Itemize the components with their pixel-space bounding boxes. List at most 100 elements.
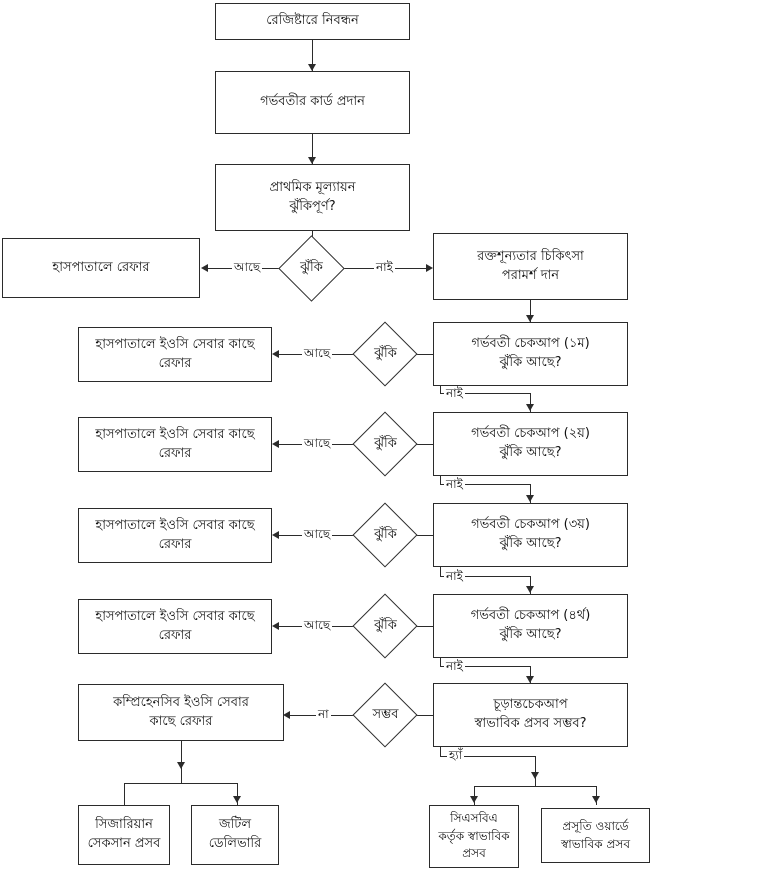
edge-checkup2-nai-horizontal (440, 484, 530, 485)
node-cesarean-delivery[interactable]: সিজারিয়ান সেকসান প্রসব (78, 805, 170, 865)
node-maternity-ward-delivery[interactable]: প্রসূতি ওয়ার্ডে স্বাভাবিক প্রসব (541, 808, 650, 863)
arrowhead-checkup1-to-checkup2 (526, 404, 534, 411)
node-checkup-2[interactable]: গর্ভবতী চেকআপ (২য়) ঝুঁকি আছে? (433, 412, 628, 476)
edge-checkup4-nai-down (530, 666, 531, 683)
arrowhead-checkup2-to-checkup3 (526, 495, 534, 502)
edge-final-ha-to-ward (596, 786, 597, 805)
edge-checkup2-nai-stub (440, 476, 441, 485)
edge-final-ha-split (474, 786, 597, 787)
node-hospital-refer[interactable]: হাসপাতালে রেফার (2, 238, 200, 298)
node-checkup-2-line-1: গর্ভবতী চেকআপ (২য়) (471, 426, 590, 442)
node-checkup-3-line-2: ঝুঁকি আছে? (499, 536, 562, 551)
edge-comp-eoc-to-cesarean (124, 783, 125, 805)
decision-risk-4[interactable] (352, 593, 418, 659)
node-eoc-refer-3[interactable]: হাসপাতালে ইওসি সেবার কাছে রেফার (78, 508, 272, 563)
arrowhead-final-ha-to-ward (592, 796, 600, 803)
edge-comp-eoc-to-complex (237, 783, 238, 805)
decision-risk-1[interactable] (352, 321, 418, 387)
node-eoc-refer-3-line-1: হাসপাতালে ইওসি সেবার কাছে (95, 517, 255, 533)
edge-label-ache-3: আছে (302, 527, 333, 542)
node-anemia-treatment[interactable]: রক্তশূন্যতার চিকিৎসা পরামর্শ দান (433, 233, 628, 300)
node-pregnancy-card-line-1: গর্ভবতীর কার্ড প্রদান (260, 94, 365, 110)
arrowhead-anemia-to-checkup1 (526, 315, 534, 322)
decision-risk-2[interactable] (352, 411, 418, 477)
edge-label-nai-4: নাই (444, 659, 465, 674)
edge-register-to-card (312, 40, 313, 71)
node-complex-delivery[interactable]: জটিল ডেলিভারি (191, 805, 279, 865)
node-comprehensive-eoc-refer-line-1: কম্প্রিহেনসিব ইওসি সেবার (113, 694, 249, 710)
arrowhead-risk1-to-eoc1 (272, 350, 279, 358)
edge-label-ache-2: আছে (302, 436, 333, 451)
decision-risk-0[interactable] (278, 235, 345, 302)
node-primary-assessment-line-1: প্রাথমিক মূল্যায়ন (269, 179, 356, 195)
edge-checkup1-nai-stub (440, 386, 441, 394)
decision-possible[interactable] (352, 682, 418, 748)
node-checkup-3-line-1: গর্ভবতী চেকআপ (৩য়) (471, 517, 590, 533)
edge-label-nai-0: নাই (374, 260, 395, 275)
edge-final-ha-horizontal (440, 756, 535, 757)
node-eoc-refer-2-line-2: রেফার (158, 445, 192, 461)
edge-label-na: না (316, 707, 331, 722)
edge-label-ha: হ্যাঁ (447, 748, 465, 763)
edge-label-nai-2: নাই (444, 477, 465, 492)
edge-label-ache-0: আছে (232, 260, 263, 275)
arrowhead-comp-eoc-to-complex (233, 796, 241, 803)
arrowhead-risk0-to-anemia (426, 264, 433, 272)
node-eoc-refer-3-line-2: রেফার (158, 536, 192, 552)
node-eoc-refer-1[interactable]: হাসপাতালে ইওসি সেবার কাছে রেফার (78, 327, 272, 382)
node-primary-assessment[interactable]: প্রাথমিক মূল্যায়ন ঝুঁকিপূর্ণ? (215, 164, 410, 231)
edge-checkup1-nai-horizontal (440, 393, 530, 394)
edge-final-to-possible (407, 715, 434, 716)
node-eoc-refer-2[interactable]: হাসপাতালে ইওসি সেবার কাছে রেফার (78, 417, 272, 472)
node-complex-delivery-line-1: জটিল (218, 817, 252, 833)
edge-checkup3-to-risk3 (407, 535, 434, 536)
edge-card-to-primary (312, 134, 313, 164)
node-checkup-4[interactable]: গর্ভবতী চেকআপ (৪র্থ) ঝুঁকি আছে? (433, 594, 628, 658)
arrowhead-checkup4-to-final (526, 676, 534, 683)
node-hospital-refer-line-1: হাসপাতালে রেফার (52, 259, 150, 275)
node-comprehensive-eoc-refer[interactable]: কম্প্রিহেনসিব ইওসি সেবার কাছে রেফার (78, 684, 284, 741)
node-checkup-2-line-2: ঝুঁকি আছে? (499, 445, 562, 460)
node-final-checkup[interactable]: চূড়ান্তচেকআপ স্বাভাবিক প্রসব সম্ভব? (433, 683, 628, 747)
node-register-line-1: রেজিষ্টারে নিবন্ধন (266, 13, 359, 29)
edge-anemia-to-checkup1 (530, 300, 531, 322)
edge-label-nai-3: নাই (444, 569, 465, 584)
node-eoc-refer-1-line-2: রেফার (158, 355, 192, 371)
node-anemia-treatment-line-2: পরামর্শ দান (501, 267, 560, 283)
edge-checkup4-nai-stub (440, 658, 441, 667)
node-checkup-1[interactable]: গর্ভবতী চেকআপ (১ম) ঝুঁকি আছে? (433, 322, 628, 386)
arrowhead-possible-to-comp-eoc (283, 711, 290, 719)
node-eoc-refer-4-line-1: হাসপাতালে ইওসি সেবার কাছে (95, 608, 255, 624)
node-csba-normal-delivery-line-3: প্রসব (462, 846, 486, 861)
arrowhead-risk3-to-eoc3 (272, 531, 279, 539)
arrowhead-risk2-to-eoc2 (272, 440, 279, 448)
edge-label-ache-1: আছে (302, 346, 333, 361)
arrowhead-register-to-card (308, 64, 316, 71)
node-eoc-refer-4[interactable]: হাসপাতালে ইওসি সেবার কাছে রেফার (78, 599, 272, 654)
edge-checkup2-nai-down (530, 484, 531, 503)
node-complex-delivery-line-2: ডেলিভারি (208, 836, 262, 851)
edge-checkup1-nai-down (530, 393, 531, 412)
node-maternity-ward-delivery-line-2: স্বাভাবিক প্রসব (560, 836, 631, 851)
node-checkup-4-line-1: গর্ভবতী চেকআপ (৪র্থ) (470, 608, 591, 624)
arrowhead-risk0-to-hospital-refer (201, 264, 208, 272)
decision-risk-3[interactable] (352, 502, 418, 568)
edge-label-ache-4: আছে (302, 618, 333, 633)
edge-checkup3-nai-horizontal (440, 576, 530, 577)
node-comprehensive-eoc-refer-line-2: কাছে রেফার (149, 713, 213, 729)
node-pregnancy-card[interactable]: গর্ভবতীর কার্ড প্রদান (215, 71, 410, 134)
node-checkup-4-line-2: ঝুঁকি আছে? (499, 627, 562, 642)
node-checkup-3[interactable]: গর্ভবতী চেকআপ (৩য়) ঝুঁকি আছে? (433, 503, 628, 567)
arrowhead-final-ha-down (531, 772, 539, 779)
node-primary-assessment-line-2: ঝুঁকিপূর্ণ? (289, 198, 336, 214)
edge-checkup4-nai-horizontal (440, 666, 530, 667)
node-eoc-refer-2-line-1: হাসপাতালে ইওসি সেবার কাছে (95, 426, 255, 442)
arrowhead-comp-eoc-down (177, 762, 185, 769)
node-register[interactable]: রেজিষ্টারে নিবন্ধন (215, 3, 410, 40)
node-eoc-refer-4-line-2: রেফার (158, 627, 192, 643)
edge-checkup3-nai-stub (440, 567, 441, 577)
node-csba-normal-delivery-line-1: সিএসবিএ (450, 811, 498, 826)
node-csba-normal-delivery[interactable]: সিএসবিএ কর্তৃক স্বাভাবিক প্রসব (429, 805, 519, 868)
edge-checkup4-to-risk4 (407, 626, 434, 627)
